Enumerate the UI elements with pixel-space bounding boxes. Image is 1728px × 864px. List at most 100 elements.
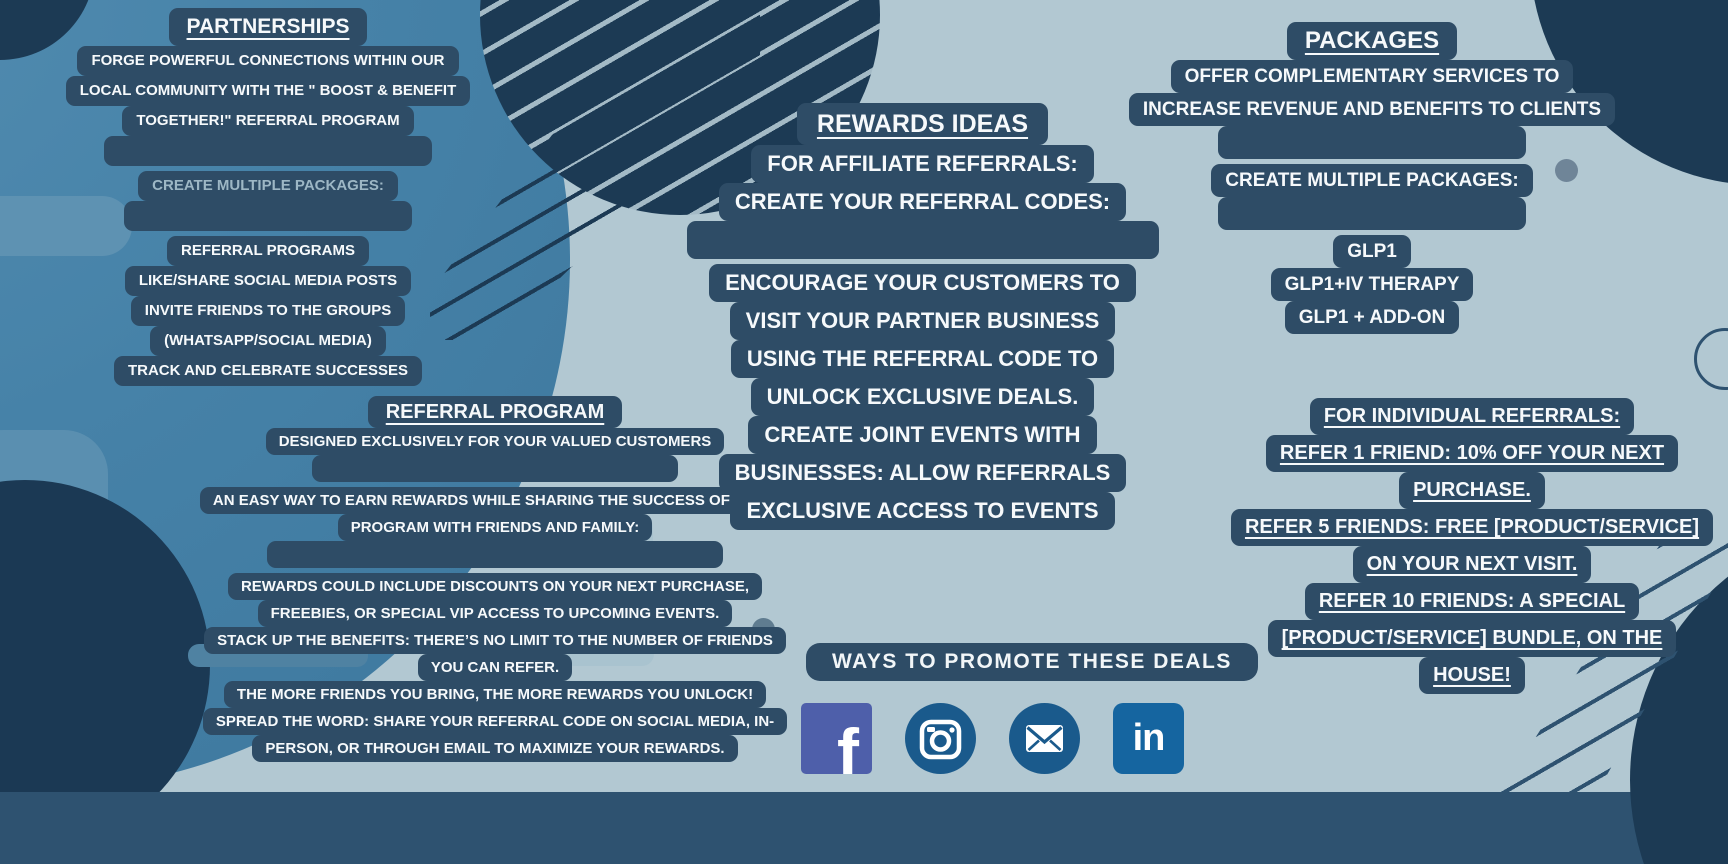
facebook-icon[interactable]: f	[801, 703, 872, 774]
line-wrap	[1122, 126, 1622, 164]
text-line: FOR AFFILIATE REFERRALS:	[751, 145, 1094, 183]
line-wrap: LOCAL COMMUNITY WITH THE " BOOST & BENEF…	[18, 76, 518, 106]
text-line: FREEBIES, OR SPECIAL VIP ACCESS TO UPCOM…	[257, 600, 733, 627]
line-wrap: PARTNERSHIPS	[18, 8, 518, 46]
text-line: BUSINESSES: ALLOW REFERRALS	[718, 454, 1127, 492]
facebook-glyph: f	[837, 715, 859, 774]
line-wrap: CREATE JOINT EVENTS WITH	[670, 416, 1175, 454]
text-line: HOUSE!	[1419, 657, 1525, 694]
text-line: PURCHASE.	[1399, 472, 1545, 509]
list-item: GLP1 + ADD-ON	[1284, 301, 1460, 334]
line-wrap: REWARDS IDEAS	[670, 103, 1175, 145]
referral-program-title: REFERRAL PROGRAM	[367, 396, 623, 428]
partnerships-subheading: CREATE MULTIPLE PACKAGES:	[138, 171, 398, 201]
individual-referrals-section: FOR INDIVIDUAL REFERRALS: REFER 1 FRIEND…	[1222, 398, 1722, 694]
text-line: CREATE JOINT EVENTS WITH	[748, 416, 1097, 454]
packages-subheading: CREATE MULTIPLE PACKAGES:	[1211, 164, 1533, 197]
text-line: UNLOCK EXCLUSIVE DEALS.	[750, 378, 1095, 416]
line-wrap	[18, 201, 518, 236]
text-line: THE MORE FRIENDS YOU BRING, THE MORE REW…	[223, 681, 767, 708]
line-wrap: INVITE FRIENDS TO THE GROUPS	[18, 296, 518, 326]
text-line: INCREASE REVENUE AND BENEFITS TO CLIENTS	[1128, 93, 1616, 126]
text-line: YOU CAN REFER.	[417, 654, 573, 681]
list-item: INVITE FRIENDS TO THE GROUPS	[130, 296, 406, 326]
text-line: [PRODUCT/SERVICE] BUNDLE, ON THE	[1267, 620, 1677, 657]
line-wrap: REWARDS COULD INCLUDE DISCOUNTS ON YOUR …	[150, 573, 840, 600]
line-wrap: PERSON, OR THROUGH EMAIL TO MAXIMIZE YOU…	[150, 735, 840, 762]
list-item: TRACK AND CELEBRATE SUCCESSES	[113, 356, 423, 386]
list-item: (WHATSAPP/SOCIAL MEDIA)	[150, 326, 386, 356]
list-item: LIKE/SHARE SOCIAL MEDIA POSTS	[124, 266, 412, 296]
line-wrap: FOR AFFILIATE REFERRALS:	[670, 145, 1175, 183]
line-wrap: INCREASE REVENUE AND BENEFITS TO CLIENTS	[1122, 93, 1622, 126]
ring-outline	[1694, 328, 1728, 390]
text-line: EXCLUSIVE ACCESS TO EVENTS	[730, 492, 1115, 530]
referral-program-section: REFERRAL PROGRAM DESIGNED EXCLUSIVELY FO…	[150, 396, 840, 762]
text-line: OFFER COMPLEMENTARY SERVICES TO	[1170, 60, 1574, 93]
line-wrap: SPREAD THE WORD: SHARE YOUR REFERRAL COD…	[150, 708, 840, 735]
envelope-glyph	[1026, 725, 1063, 752]
text-line: REFER 1 FRIEND: 10% OFF YOUR NEXT	[1265, 435, 1679, 472]
social-icons-row: f in	[801, 703, 1184, 774]
promote-heading: WAYS TO PROMOTE THESE DEALS	[806, 643, 1258, 681]
line-wrap: THE MORE FRIENDS YOU BRING, THE MORE REW…	[150, 681, 840, 708]
line-wrap: CREATE YOUR REFERRAL CODES:	[670, 183, 1175, 221]
line-wrap: GLP1+IV THERAPY	[1122, 268, 1622, 301]
block-connector	[686, 221, 1159, 259]
list-item: GLP1	[1333, 235, 1411, 268]
packages-title: PACKAGES	[1286, 22, 1458, 60]
linkedin-icon[interactable]: in	[1113, 703, 1184, 774]
line-wrap	[150, 455, 840, 487]
line-wrap: HOUSE!	[1222, 657, 1722, 694]
line-wrap: ON YOUR NEXT VISIT.	[1222, 546, 1722, 583]
block-connector	[104, 136, 432, 166]
line-wrap: YOU CAN REFER.	[150, 654, 840, 681]
rewards-ideas-title: REWARDS IDEAS	[796, 103, 1049, 145]
line-wrap: UNLOCK EXCLUSIVE DEALS.	[670, 378, 1175, 416]
line-wrap: STACK UP THE BENEFITS: THERE’S NO LIMIT …	[150, 627, 840, 654]
linkedin-glyph: in	[1132, 717, 1166, 759]
text-line: DESIGNED EXCLUSIVELY FOR YOUR VALUED CUS…	[265, 428, 725, 455]
block-connector	[312, 455, 678, 482]
text-line: USING THE REFERRAL CODE TO	[730, 340, 1115, 378]
instagram-icon[interactable]	[905, 703, 976, 774]
line-wrap: FREEBIES, OR SPECIAL VIP ACCESS TO UPCOM…	[150, 600, 840, 627]
line-wrap: REFERRAL PROGRAMS	[18, 236, 518, 266]
line-wrap: TRACK AND CELEBRATE SUCCESSES	[18, 356, 518, 386]
line-wrap: USING THE REFERRAL CODE TO	[670, 340, 1175, 378]
text-line: VISIT YOUR PARTNER BUSINESS	[729, 302, 1116, 340]
line-wrap: PURCHASE.	[1222, 472, 1722, 509]
line-wrap: GLP1	[1122, 235, 1622, 268]
line-wrap: EXCLUSIVE ACCESS TO EVENTS	[670, 492, 1175, 530]
text-line: ENCOURAGE YOUR CUSTOMERS TO	[709, 264, 1136, 302]
text-line: CREATE YOUR REFERRAL CODES:	[718, 183, 1127, 221]
text-line: FORGE POWERFUL CONNECTIONS WITHIN OUR	[77, 46, 459, 76]
text-line: REFER 5 FRIENDS: FREE [PRODUCT/SERVICE]	[1230, 509, 1714, 546]
email-icon[interactable]	[1009, 703, 1080, 774]
line-wrap: AN EASY WAY TO EARN REWARDS WHILE SHARIN…	[150, 487, 840, 514]
partnerships-title: PARTNERSHIPS	[168, 8, 368, 46]
text-line: REFER 10 FRIENDS: A SPECIAL	[1304, 583, 1640, 620]
line-wrap: REFERRAL PROGRAM	[150, 396, 840, 428]
decorative-dot	[1555, 159, 1578, 182]
line-wrap: BUSINESSES: ALLOW REFERRALS	[670, 454, 1175, 492]
line-wrap: CREATE MULTIPLE PACKAGES:	[18, 171, 518, 201]
text-line: PERSON, OR THROUGH EMAIL TO MAXIMIZE YOU…	[252, 735, 738, 762]
line-wrap: FOR INDIVIDUAL REFERRALS:	[1222, 398, 1722, 435]
line-wrap: (WHATSAPP/SOCIAL MEDIA)	[18, 326, 518, 356]
line-wrap	[18, 136, 518, 171]
block-connector	[1218, 126, 1526, 159]
partnerships-section: PARTNERSHIPS FORGE POWERFUL CONNECTIONS …	[18, 8, 518, 386]
block-connector	[267, 541, 723, 568]
packages-section: PACKAGES OFFER COMPLEMENTARY SERVICES TO…	[1122, 22, 1622, 334]
line-wrap	[1122, 197, 1622, 235]
line-wrap: ENCOURAGE YOUR CUSTOMERS TO	[670, 264, 1175, 302]
text-line: ON YOUR NEXT VISIT.	[1352, 546, 1592, 583]
block-connector	[124, 201, 412, 231]
text-line: STACK UP THE BENEFITS: THERE’S NO LIMIT …	[204, 627, 786, 654]
line-wrap: REFER 10 FRIENDS: A SPECIAL	[1222, 583, 1722, 620]
line-wrap: VISIT YOUR PARTNER BUSINESS	[670, 302, 1175, 340]
line-wrap	[150, 541, 840, 573]
block-connector	[1218, 197, 1526, 230]
